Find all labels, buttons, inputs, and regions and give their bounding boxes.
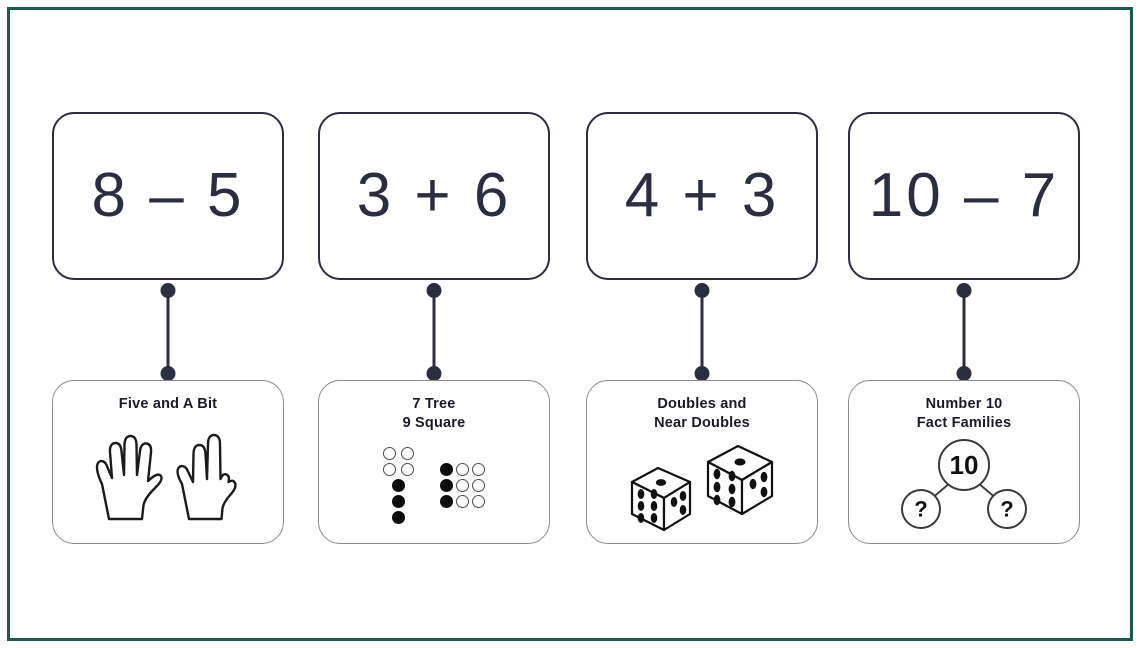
square-row bbox=[440, 463, 485, 477]
connector-line bbox=[962, 290, 966, 374]
tree-row bbox=[392, 479, 405, 493]
tree-row bbox=[392, 511, 405, 525]
strategy-card[interactable]: Five and A Bit bbox=[52, 380, 284, 544]
tree-row bbox=[383, 463, 414, 477]
dice-illustration bbox=[624, 436, 780, 538]
connector-line bbox=[432, 290, 436, 374]
dot-filled bbox=[392, 479, 405, 493]
strategy-title: 7 Tree 9 Square bbox=[403, 395, 466, 432]
strategy-column: 8 – 5 Five and A Bit bbox=[52, 112, 284, 544]
strategy-art-dots bbox=[319, 432, 549, 543]
equation-card[interactable]: 4 + 3 bbox=[586, 112, 818, 280]
bond-part-right-circle bbox=[987, 489, 1027, 530]
equation-card[interactable]: 3 + 6 bbox=[318, 112, 550, 280]
strategy-title-line-2: Fact Families bbox=[916, 414, 1012, 431]
number-bond-illustration: 10 ? ? bbox=[895, 436, 1033, 537]
bond-part-left-circle bbox=[901, 489, 941, 530]
strategy-title-line-2: Near Doubles bbox=[654, 414, 750, 431]
equation-text: 8 – 5 bbox=[91, 161, 245, 230]
dot-open bbox=[456, 463, 469, 477]
connector-dot-top bbox=[426, 283, 442, 298]
bond-whole-circle bbox=[938, 439, 990, 492]
dot-open bbox=[401, 447, 414, 461]
strategy-column: 3 + 6 7 Tree 9 Square bbox=[318, 112, 550, 544]
connector bbox=[422, 280, 446, 381]
equation-card[interactable]: 10 – 7 bbox=[848, 112, 1080, 280]
square-row bbox=[440, 479, 485, 493]
dot-filled bbox=[440, 463, 453, 477]
equation-card[interactable]: 8 – 5 bbox=[52, 112, 284, 280]
equation-text: 3 + 6 bbox=[356, 161, 512, 230]
strategy-title: Number 10 Fact Families bbox=[917, 395, 1011, 432]
seven-tree-pattern bbox=[383, 447, 414, 525]
dot-filled bbox=[440, 479, 453, 493]
connector-line bbox=[700, 290, 704, 374]
strategy-art-hands bbox=[53, 414, 283, 543]
connector bbox=[952, 280, 976, 381]
dot-filled bbox=[392, 495, 405, 509]
connector-dot-bottom bbox=[160, 366, 176, 381]
connector-dot-top bbox=[956, 283, 972, 298]
dot-open bbox=[401, 463, 414, 477]
strategy-column: 10 – 7 Number 10 Fact Families bbox=[848, 112, 1080, 544]
tree-row bbox=[392, 495, 405, 509]
die-icon bbox=[630, 466, 692, 531]
strategy-art-number-bond: 10 ? ? bbox=[849, 432, 1079, 543]
connector-dot-top bbox=[160, 283, 176, 298]
strategy-title-line-1: 7 Tree bbox=[412, 396, 456, 412]
number-bond-diagram: 10 ? ? bbox=[901, 439, 1027, 530]
tree-row bbox=[383, 447, 414, 461]
strategy-title-line-1: Five and A Bit bbox=[118, 396, 218, 412]
bond-whole-value: 10 bbox=[950, 450, 979, 480]
dot-open bbox=[472, 479, 485, 493]
dot-open bbox=[472, 495, 485, 509]
dot-filled bbox=[440, 495, 453, 509]
strategy-art-dice bbox=[587, 432, 817, 543]
equation-text: 4 + 3 bbox=[624, 161, 780, 230]
hands-illustration bbox=[91, 432, 245, 524]
strategy-title-line-1: Doubles and bbox=[657, 396, 747, 412]
strategy-card[interactable]: Doubles and Near Doubles bbox=[586, 380, 818, 544]
right-hand-icon bbox=[176, 434, 237, 521]
dot-filled bbox=[392, 511, 405, 525]
strategy-title-line-1: Number 10 bbox=[925, 396, 1003, 412]
square-row bbox=[440, 495, 485, 509]
strategy-column: 4 + 3 Doubles and Near Doubles bbox=[586, 112, 818, 544]
die-icon bbox=[706, 444, 774, 515]
strategy-card[interactable]: 7 Tree 9 Square bbox=[318, 380, 550, 544]
connector-dot-top bbox=[694, 283, 710, 298]
dot-open bbox=[383, 463, 396, 477]
connector bbox=[156, 280, 180, 381]
dot-open bbox=[456, 495, 469, 509]
connector-dot-bottom bbox=[694, 366, 710, 381]
strategy-title: Five and A Bit bbox=[119, 395, 217, 414]
connector bbox=[690, 280, 714, 381]
connector-line bbox=[166, 290, 170, 374]
bond-part-left-value: ? bbox=[914, 497, 927, 522]
left-hand-icon bbox=[95, 435, 163, 521]
connector-dot-bottom bbox=[426, 366, 442, 381]
dot-patterns bbox=[383, 447, 485, 525]
dot-open bbox=[383, 447, 396, 461]
connector-dot-bottom bbox=[956, 366, 972, 381]
bond-part-right-value: ? bbox=[1000, 497, 1013, 522]
strategy-card[interactable]: Number 10 Fact Families 10 ? ? bbox=[848, 380, 1080, 544]
strategy-title: Doubles and Near Doubles bbox=[654, 395, 750, 432]
strategy-title-line-2: 9 Square bbox=[402, 414, 466, 431]
nine-square-pattern bbox=[440, 463, 485, 509]
equation-text: 10 – 7 bbox=[868, 161, 1060, 230]
dot-open bbox=[456, 479, 469, 493]
dot-open bbox=[472, 463, 485, 477]
